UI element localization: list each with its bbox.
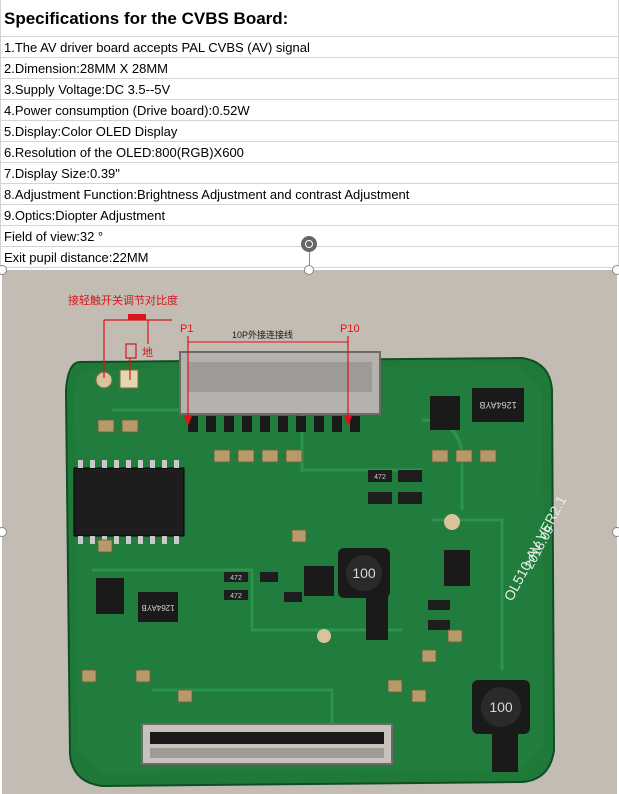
pcb-image: 100 100 1264AYB 1264AYB 472 472 472 <box>2 270 617 794</box>
spec-line-4[interactable]: 4.Power consumption (Drive board):0.52W <box>0 100 619 121</box>
resize-handle-top[interactable] <box>304 265 314 275</box>
resistor-label-a: 472 <box>230 575 242 582</box>
resistor-label-c: 472 <box>374 474 386 481</box>
board-photo[interactable]: 100 100 1264AYB 1264AYB 472 472 472 <box>2 270 617 794</box>
annotation-group: 接轻触开关调节对比度 地 P1 P10 10P外接连接线 <box>68 293 360 426</box>
chip-label-2: 1264AYB <box>141 603 174 612</box>
spec-line-1[interactable]: 1.The AV driver board accepts PAL CVBS (… <box>0 37 619 58</box>
spec-line-6[interactable]: 6.Resolution of the OLED:800(RGB)X600 <box>0 142 619 163</box>
resize-handle-right[interactable] <box>612 527 619 537</box>
chip-label-1: 1264AYB <box>479 400 516 410</box>
spec-line-2[interactable]: 2.Dimension:28MM X 28MM <box>0 58 619 79</box>
spec-line-9[interactable]: 9.Optics:Diopter Adjustment <box>0 205 619 226</box>
spec-line-3[interactable]: 3.Supply Voltage:DC 3.5--5V <box>0 79 619 100</box>
p10-label: P10 <box>340 323 360 335</box>
rotate-handle-icon[interactable] <box>301 236 317 252</box>
spec-title[interactable]: Specifications for the CVBS Board: <box>0 0 619 37</box>
resize-handle-left[interactable] <box>0 527 7 537</box>
spec-line-7[interactable]: 7.Display Size:0.39" <box>0 163 619 184</box>
p1-label: P1 <box>180 323 193 335</box>
rotate-stem <box>309 252 310 268</box>
resize-handle-top-right[interactable] <box>612 265 619 275</box>
inductor-label-1: 100 <box>352 565 376 581</box>
resistor-label-b: 472 <box>230 593 242 600</box>
spec-line-8[interactable]: 8.Adjustment Function:Brightness Adjustm… <box>0 184 619 205</box>
grid-divider <box>0 0 1 268</box>
spec-line-5[interactable]: 5.Display:Color OLED Display <box>0 121 619 142</box>
resize-handle-top-left[interactable] <box>0 265 7 275</box>
connector-label: 10P外接连接线 <box>232 329 293 340</box>
ground-label: 地 <box>142 346 153 359</box>
inductor-label-2: 100 <box>489 699 513 715</box>
callout-switch-label: 接轻触开关调节对比度 <box>68 293 178 307</box>
